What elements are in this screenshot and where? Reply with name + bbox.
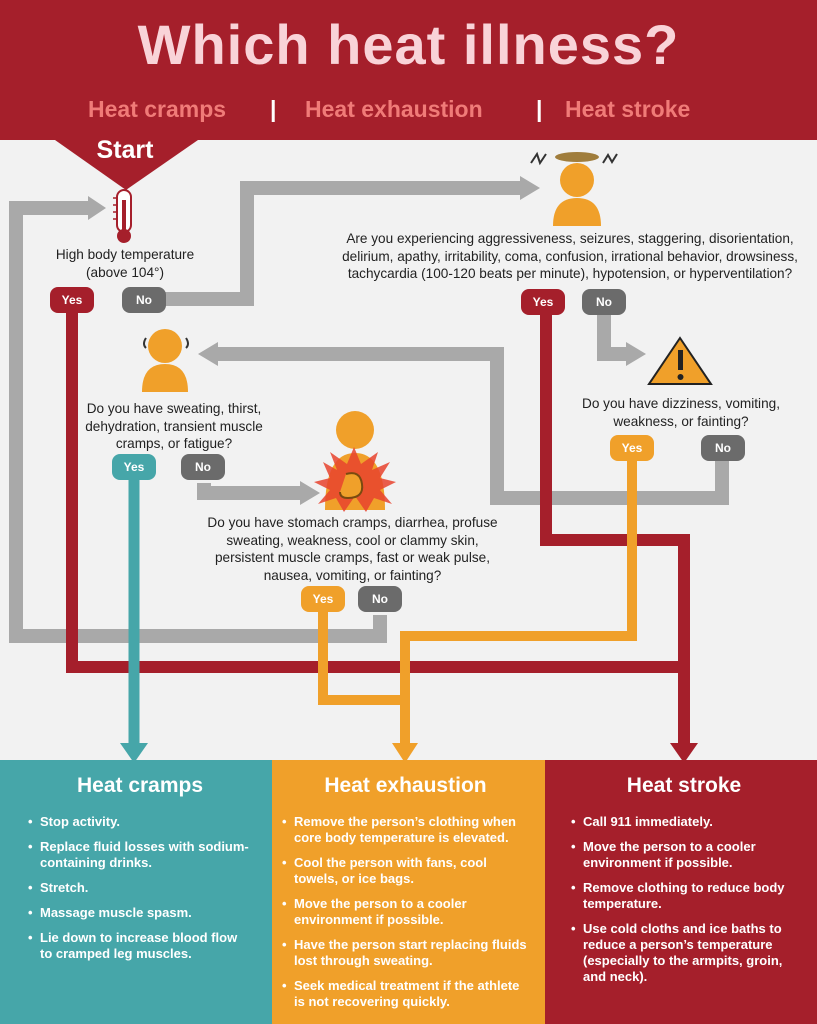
list-item: Move the person to a cooler environment … <box>571 839 797 871</box>
connector-q5-yes-to-exhaustion <box>318 612 410 745</box>
arrowhead <box>520 176 540 200</box>
subtitle-heat-stroke: Heat stroke <box>565 96 691 122</box>
answer-no-q5[interactable]: No <box>358 586 402 612</box>
thermometer-icon <box>113 189 132 243</box>
answer-yes-q4[interactable]: Yes <box>610 435 654 461</box>
start-label: Start <box>96 136 154 164</box>
panel-title: Heat cramps <box>76 774 204 797</box>
stomach-person-icon <box>314 411 396 512</box>
arrowhead <box>670 743 698 763</box>
list-item: Remove the person’s clothing when core b… <box>282 814 529 846</box>
dizzy-person-icon <box>530 151 618 226</box>
connector-q4-yes-to-exhaustion <box>400 461 637 700</box>
answer-no-q2[interactable]: No <box>582 289 626 315</box>
panel-heat-stroke: Heat stroke Call 911 immediately. Move t… <box>545 760 817 1024</box>
arrowhead <box>120 743 148 763</box>
panel-list: Call 911 immediately. Move the person to… <box>571 814 797 985</box>
list-item: Call 911 immediately. <box>571 814 797 830</box>
page-title: Which heat illness? <box>137 13 680 76</box>
answer-no-q3[interactable]: No <box>181 454 225 480</box>
warning-icon <box>647 336 713 385</box>
question-stomach-cramps: Do you have stomach cramps, diarrhea, pr… <box>207 515 498 583</box>
connector-q1-yes-to-stroke <box>66 313 690 745</box>
list-item: Stretch. <box>28 880 252 896</box>
list-item: Have the person start replacing fluids l… <box>282 937 529 969</box>
arrowhead <box>392 743 418 763</box>
subtitle-separator: | <box>536 96 543 122</box>
panel-heat-cramps: Heat cramps Stop activity. Replace fluid… <box>0 760 272 1024</box>
panel-list: Remove the person’s clothing when core b… <box>282 814 529 1010</box>
connector-q2-no-to-q4 <box>597 315 628 361</box>
list-item: Seek medical treatment if the athlete is… <box>282 978 529 1010</box>
connector-q3-no-to-q5 <box>197 483 300 500</box>
subtitle-heat-cramps: Heat cramps <box>88 96 227 122</box>
answer-yes-q3[interactable]: Yes <box>112 454 156 480</box>
start-marker <box>55 140 198 190</box>
panel-title: Heat exhaustion <box>324 774 487 797</box>
header-banner <box>0 0 817 140</box>
connector-q1-no-to-q2 <box>165 181 520 306</box>
question-dizziness: Do you have dizziness, vomiting, weaknes… <box>582 396 780 429</box>
panel-title: Heat stroke <box>626 774 742 797</box>
connector-q5-no-loop <box>9 201 387 643</box>
answer-no-q4[interactable]: No <box>701 435 745 461</box>
subtitle-separator: | <box>270 96 277 122</box>
list-item: Lie down to increase blood flow to cramp… <box>28 930 252 962</box>
answer-yes-q5[interactable]: Yes <box>301 586 345 612</box>
panel-heat-exhaustion: Heat exhaustion Remove the person’s clot… <box>272 760 545 1024</box>
question-aggressiveness: Are you experiencing aggressiveness, sei… <box>342 231 798 281</box>
list-item: Cool the person with fans, cool towels, … <box>282 855 529 887</box>
arrowhead <box>626 342 646 366</box>
arrowhead <box>300 481 320 505</box>
answer-yes-q2[interactable]: Yes <box>521 289 565 315</box>
sweating-person-icon <box>142 329 189 392</box>
list-item: Stop activity. <box>28 814 252 830</box>
arrowhead <box>88 196 106 220</box>
list-item: Move the person to a cooler environment … <box>282 896 529 928</box>
list-item: Remove clothing to reduce body temperatu… <box>571 880 797 912</box>
answer-no-q1[interactable]: No <box>122 287 166 313</box>
connector-q4-no-to-q3 <box>218 347 729 505</box>
answer-yes-q1[interactable]: Yes <box>50 287 94 313</box>
list-item: Replace fluid losses with sodium-contain… <box>28 839 252 871</box>
list-item: Use cold cloths and ice baths to reduce … <box>571 921 797 985</box>
connector-q2-yes-to-stroke <box>540 315 690 667</box>
question-high-body-temperature: High body temperature (above 104°) <box>55 247 195 280</box>
list-item: Massage muscle spasm. <box>28 905 252 921</box>
panel-list: Stop activity. Replace fluid losses with… <box>28 814 252 962</box>
subtitle-heat-exhaustion: Heat exhaustion <box>305 96 483 122</box>
question-sweating: Do you have sweating, thirst, dehydratio… <box>85 401 263 451</box>
subtitle-bar: Heat cramps | Heat exhaustion | Heat str… <box>0 96 817 126</box>
arrowhead <box>198 342 218 366</box>
